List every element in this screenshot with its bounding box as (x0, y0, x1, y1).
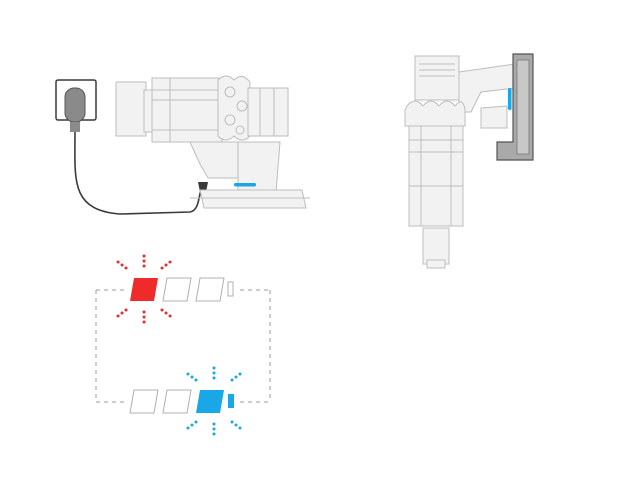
battery-terminal (227, 281, 234, 297)
wall-dock-icon (496, 53, 534, 161)
dock-led-bar (508, 88, 512, 110)
docked-vacuum-illustration (395, 48, 540, 273)
flash-burst-icon (116, 254, 172, 324)
battery-cell-2 (162, 277, 192, 302)
battery-cell-1-lit (130, 278, 158, 301)
flash-burst-icon (186, 366, 242, 436)
wall-socket-icon (55, 79, 97, 132)
docked-vacuum-icon (404, 55, 516, 269)
battery-indicator-full (129, 366, 242, 436)
charging-illustration (40, 60, 330, 230)
battery-cell-1 (129, 389, 159, 414)
battery-led-bar (234, 183, 256, 187)
battery-terminal-lit (228, 394, 234, 408)
battery-cell-3-lit (196, 390, 224, 413)
battery-cell-3 (195, 277, 225, 302)
battery-state-diagram (88, 250, 288, 440)
battery-indicator-low (116, 254, 234, 324)
battery-cell-2 (162, 389, 192, 414)
state-connector (95, 289, 271, 403)
handheld-vacuum-icon (115, 75, 310, 209)
charging-cable (74, 131, 203, 215)
